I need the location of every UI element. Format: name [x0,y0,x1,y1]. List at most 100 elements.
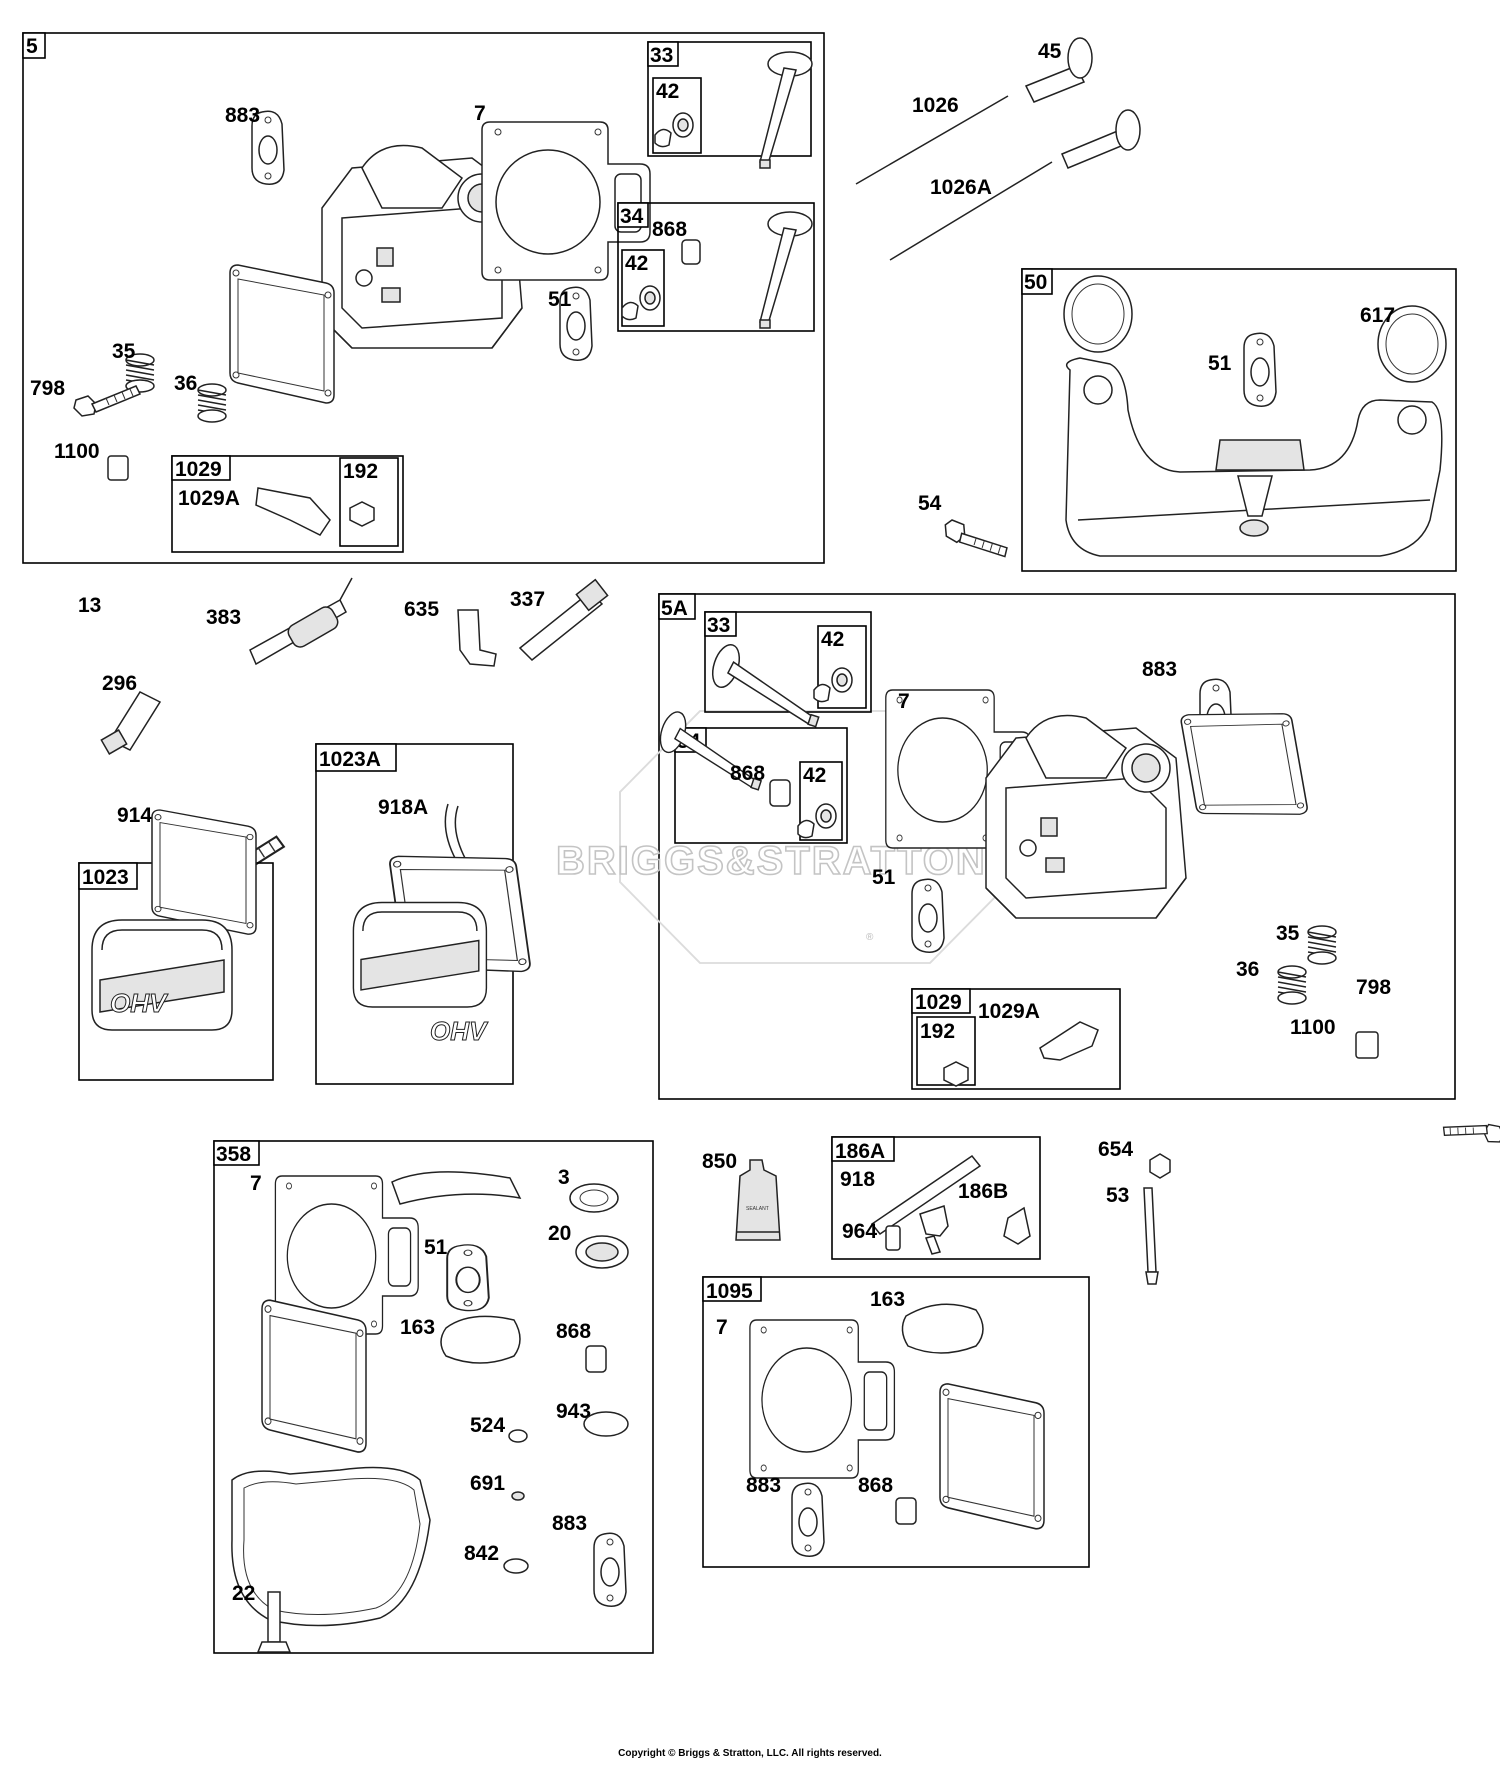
callout-5a-1100: 1100 [1290,1016,1336,1039]
part-tee-fitting[interactable] [919,1205,949,1237]
group-34-42-tag: 42 [625,252,648,275]
part-358-cover-gasket[interactable] [261,1299,367,1453]
part-51-gasket[interactable] [1243,332,1277,407]
part-964-clamp[interactable] [885,1225,901,1251]
part-1095-868-seal[interactable] [895,1497,917,1525]
part-5a-42-keeper[interactable] [813,667,853,703]
part-868-seal[interactable] [681,239,701,265]
part-635-boot[interactable] [457,609,497,667]
group-5-tag: 5 [26,35,38,58]
part-1095-163-gasket[interactable] [901,1303,984,1354]
part-1029a-rocker-arm[interactable] [255,487,331,536]
callout-383: 383 [206,606,241,629]
callout-7: 7 [474,102,486,125]
group-5a-33-42-tag: 42 [821,628,844,651]
callout-358-943: 943 [556,1400,591,1423]
group-1029-tag: 1029 [175,458,222,481]
group-5a-33-frame [704,611,872,713]
part-358-868-seal[interactable] [585,1345,607,1373]
callout-358-842: 842 [464,1542,499,1565]
part-358-3-seal[interactable] [569,1183,619,1213]
part-850-sealant-tube[interactable] [735,1159,781,1241]
part-192-nut[interactable] [349,501,375,527]
part-1026a-pushrod[interactable] [889,161,1053,261]
part-617-gasket-left[interactable] [1063,275,1133,353]
group-5-frame [22,32,825,564]
part-617-gasket-right[interactable] [1377,305,1447,383]
callout-1095-163: 163 [870,1288,905,1311]
group-5a-34-frame [674,727,848,844]
part-1095-cover-gasket[interactable] [939,1383,1045,1530]
part-1023-gasket[interactable] [151,809,257,935]
part-50-intake-manifold[interactable] [1065,357,1443,557]
callout-51: 51 [548,288,572,311]
part-358-691-washer[interactable] [511,1491,525,1501]
part-1100-clip[interactable] [107,455,129,481]
part-5a-42-keeper-b[interactable] [797,803,837,839]
callout-964: 964 [842,1220,877,1243]
part-5a-cover-gasket[interactable] [1179,696,1309,833]
part-1023a-valve-cover[interactable] [352,901,488,1008]
part-358-163-gasket[interactable] [440,1315,521,1364]
part-36-spring[interactable] [197,383,227,423]
callout-36: 36 [174,372,197,395]
part-33-exhaust-valve[interactable] [759,51,813,169]
callout-654: 654 [1098,1138,1133,1161]
callout-1095-883: 883 [746,1474,781,1497]
part-337-spark-plug[interactable] [518,590,604,662]
callout-54: 54 [918,492,942,515]
part-34-intake-valve[interactable] [759,211,813,329]
pushrods: 45 1026 1026A [855,37,1141,261]
group-192-tag: 192 [343,460,378,483]
part-5a-192-nut[interactable] [943,1061,969,1087]
callout-5a-36: 36 [1236,958,1259,981]
part-42-keeper-b[interactable] [621,285,661,321]
part-45-tappet[interactable] [1024,65,1086,103]
part-918-hose[interactable] [870,1154,982,1236]
part-54-screw[interactable] [939,507,1011,575]
part-5a-868-seal[interactable] [769,779,791,807]
part-5a-35-spring[interactable] [1307,925,1337,965]
group-1023: 1023 OHV [78,809,274,1081]
part-1026-pushrod[interactable] [855,95,1009,185]
part-5a-51-intake-gasket[interactable] [911,878,945,953]
part-cover-gasket[interactable] [229,264,335,404]
part-1095-883-gasket[interactable] [791,1482,825,1557]
part-5a-36-spring[interactable] [1277,965,1307,1005]
group-5a-frame [658,593,1456,1100]
part-358-crankcase-gasket[interactable] [231,1466,431,1627]
group-50-frame [1021,268,1457,572]
group-1023-tag: 1023 [82,866,129,889]
part-5a-33-exhaust-valve[interactable] [704,640,833,728]
part-1095-head-gasket[interactable] [749,1319,896,1479]
part-358-524-washer[interactable] [508,1429,528,1443]
group-5a-192-tag: 192 [920,1020,955,1043]
group-5a-34-42-tag: 42 [803,764,826,787]
part-5a-1029a-rocker-arm[interactable] [1039,1021,1099,1061]
part-186b-fitting[interactable] [1003,1206,1031,1245]
group-34-tag: 34 [620,205,644,228]
group-5a-tag: 5A [661,597,688,620]
part-42-keeper[interactable] [654,112,694,148]
callout-5a-7: 7 [898,690,910,713]
part-358-22-screw[interactable] [267,1591,281,1643]
part-5a-1100-clip[interactable] [1355,1031,1379,1059]
part-358-943-o-ring[interactable] [583,1411,629,1437]
callout-53: 53 [1106,1184,1129,1207]
part-798-screw[interactable] [73,385,141,417]
callout-1095-868: 868 [858,1474,893,1497]
part-358-manifold-gasket[interactable] [391,1171,522,1205]
part-5a-798-screw[interactable] [1440,1108,1500,1156]
callout-358-691: 691 [470,1472,505,1495]
part-358-883-gasket[interactable] [593,1532,627,1607]
part-358-51-gasket[interactable] [446,1243,490,1312]
part-358-842-o-ring[interactable] [503,1558,529,1574]
part-53-stud[interactable] [1143,1187,1157,1273]
callout-358-163: 163 [400,1316,435,1339]
callout-918: 918 [840,1168,875,1191]
group-1029-frame [171,455,404,553]
part-654-nut[interactable] [1149,1153,1171,1179]
part-5a-cylinder-head[interactable] [985,714,1187,919]
group-358-frame [213,1140,654,1654]
